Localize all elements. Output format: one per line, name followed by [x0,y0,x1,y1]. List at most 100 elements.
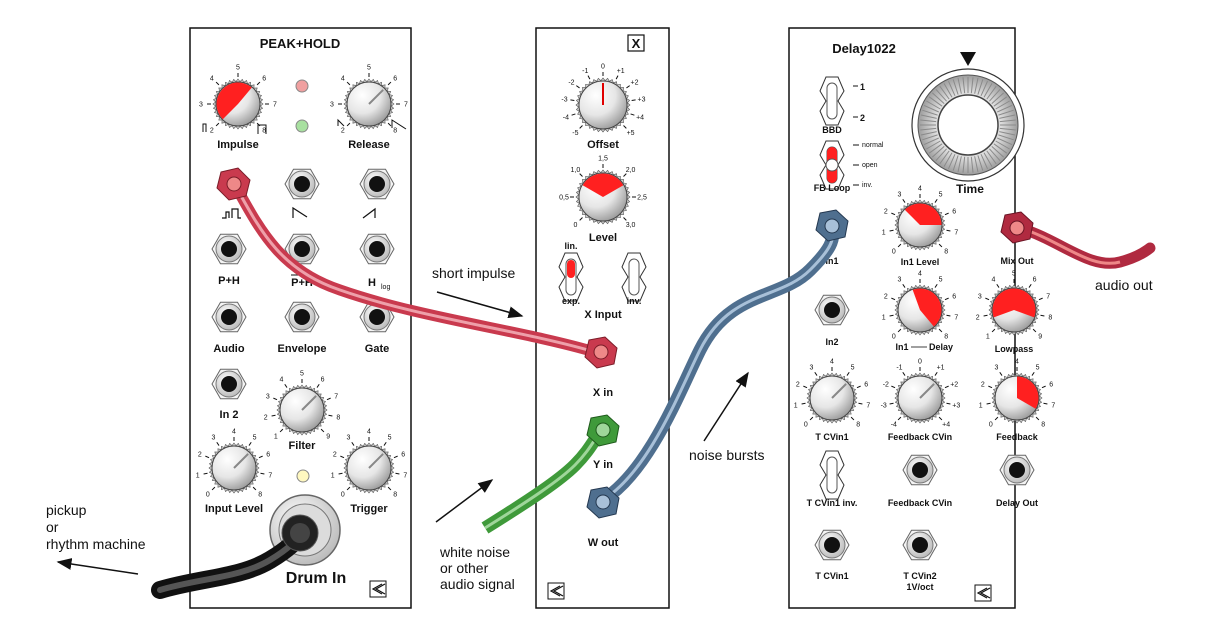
jack-hlog-hole [369,241,385,257]
input-level-knob-scale-label: 3 [211,435,215,442]
t-cvin1-knob-tick [803,385,808,389]
time-knurl-line [926,100,941,110]
in1-delay-knob-tick [897,328,902,333]
jack-in2-delay[interactable] [814,294,850,326]
t-cvin1-label: T CVin1 [815,432,848,442]
long-decay-icon [391,119,407,130]
input-level-knob-scale-label: 0 [206,492,210,499]
pulse-pair-icon [222,208,241,219]
in1-delay-knob-scale-label: 4 [918,271,922,278]
jack-attack[interactable] [359,168,395,200]
fb-loop-toggle[interactable] [819,140,845,190]
jack-ph[interactable] [211,233,247,265]
jack-audio[interactable] [211,301,247,333]
input-level-knob-scale-label: 1 [196,473,200,480]
lowpass-knob-scale-label: 4 [991,277,995,284]
level-knob[interactable]: 00,51,01,52,02,53,0 [559,156,647,230]
input-level-knob-scale-label: 4 [232,429,236,436]
time-knurl-line [920,131,937,136]
release-knob-tick [346,81,351,86]
feedback-cvin-knob-scale-label: -1 [896,365,902,372]
t-cvin1-inv-toggle[interactable] [819,450,845,500]
impulse-knob-tick [215,122,220,127]
in1-level-knob-scale-label: 5 [939,192,943,199]
lowpass-knob-scale-label: 3 [978,293,982,300]
short-impulse-arrow [436,291,524,319]
jack-pulse-hole [294,176,310,192]
trigger-knob-scale-label: 4 [367,429,371,436]
jack-t-cvin2[interactable] [902,529,938,561]
time-knob[interactable] [911,68,1025,182]
time-knurl-line [974,77,979,94]
offset-knob-tick [630,113,635,116]
filter-knob-tick [284,383,288,388]
trigger-knob-scale-label: 3 [346,435,350,442]
feedback-cvin-knob-tick [946,402,951,405]
in1-delay-label-a: In1 [895,342,908,352]
jack-t-cvin1[interactable] [814,529,850,561]
filter-knob-tick [328,414,333,417]
bbd-toggle[interactable] [819,76,845,126]
fb-inv-label: inv. [862,182,872,189]
exp-label: exp. [562,296,580,306]
jack-ph-inv[interactable] [284,233,320,265]
level-knob-tick [579,217,583,221]
in1-level-knob-tick [902,198,906,203]
jack-feedback-cvin-hole [912,462,928,478]
level-label: Level [589,232,617,244]
time-knurl-line [980,154,988,170]
in1-delay-label-b: Delay [929,342,953,352]
release-knob-scale-label: 8 [393,128,397,135]
x-logo [547,582,565,600]
in1-level-knob-tick [934,198,938,203]
lowpass-knob-tick [1028,283,1032,288]
time-knurl-line [970,77,974,94]
t-cvin1-jack-label: T CVin1 [815,571,848,581]
input-level-knob-pointer [233,453,249,469]
time-knurl-line [943,83,953,98]
in1-level-knob-indicator [904,203,942,225]
in1-delay-knob-scale-label: 6 [952,293,956,300]
lin-exp-toggle[interactable] [558,252,584,302]
drum-in-label: Drum In [286,570,346,587]
fb-normal-label: normal [862,142,884,149]
time-knurl-line [948,80,956,96]
lowpass-knob-scale-label: 6 [1033,277,1037,284]
red-plug-mix-out [1000,211,1034,244]
feedback-cvin-knob[interactable]: -4-3-2-10+1+2+3+4 [881,359,961,429]
time-knurl-line [957,156,962,173]
t-cvin1-knob-scale-label: 0 [804,422,808,429]
lowpass-label: Lowpass [995,344,1034,354]
t-cvin1-inv-toggle-slot [826,456,838,494]
time-knurl-line [952,155,959,171]
filter-knob-tick [326,397,331,401]
time-knurl-line [999,114,1016,119]
feedback-knob-tick [1041,385,1046,389]
decay-shape-icon [292,206,308,218]
white-noise-line-1: white noise [439,544,510,560]
jack-in2[interactable] [211,368,247,400]
inv-toggle[interactable] [621,252,647,302]
filter-knob-pointer [301,395,317,411]
jack-gate[interactable] [359,301,395,333]
jack-hlog[interactable] [359,233,395,265]
time-label: Time [956,182,984,196]
jack-pulse[interactable] [284,168,320,200]
time-knurl-line [923,137,939,145]
jack-envelope[interactable] [284,301,320,333]
ph-label: P+H [218,275,240,287]
pickup-line-2: or [46,519,59,535]
jack-delay-out[interactable] [999,454,1035,486]
jack-feedback-cvin[interactable] [902,454,938,486]
offset-knob[interactable]: -5-4-3-2-10+1+2+3+4+5 [561,64,645,138]
